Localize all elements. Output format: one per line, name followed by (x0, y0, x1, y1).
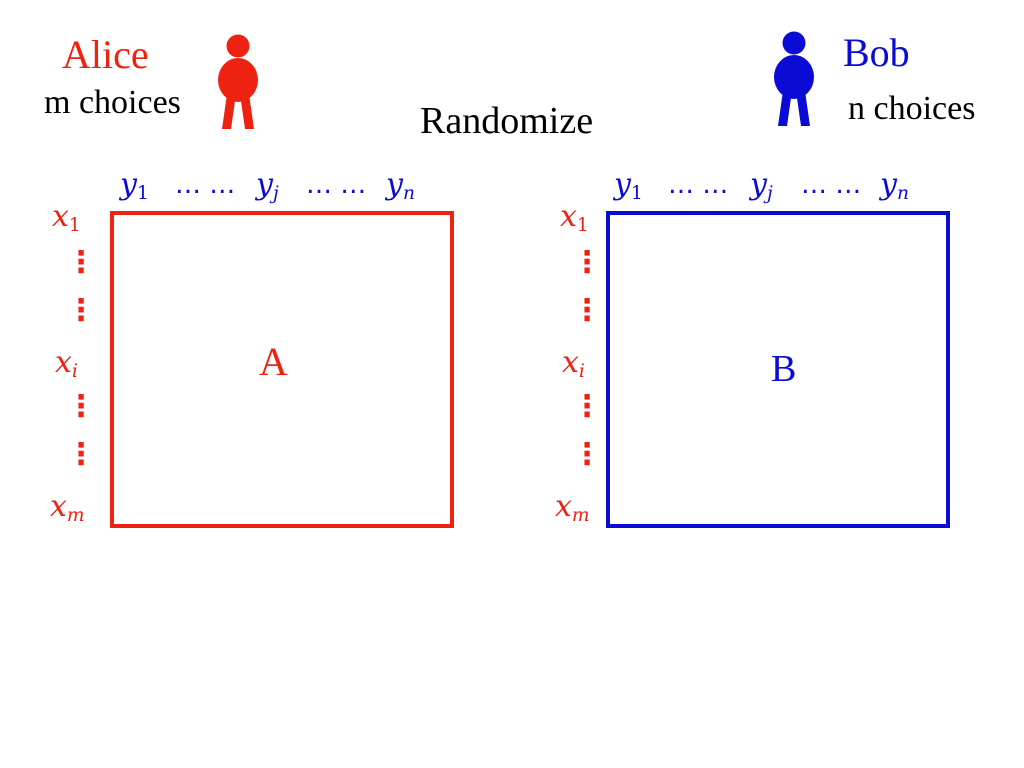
matrix-b-col-last: yn (880, 167, 909, 205)
matrix-a-row-mid: xi (55, 345, 78, 383)
bob-name: Bob (843, 30, 910, 75)
matrix-a-label: A (259, 339, 288, 384)
matrix-a-col-first: y1 (120, 167, 149, 205)
matrix-a-col-dots-1: … … (175, 170, 236, 200)
matrix-a-row-vdots-1: ⋮ (66, 245, 96, 280)
matrix-b-row-vdots-3: ⋮ (572, 389, 602, 424)
matrix-b-col-first: y1 (614, 167, 643, 205)
matrix-b-col-dots-1: … … (668, 170, 729, 200)
matrix-a-row-vdots-2: ⋮ (66, 293, 96, 328)
matrix-b-row-vdots-4: ⋮ (572, 437, 602, 472)
matrix-a-row-vdots-4: ⋮ (66, 437, 96, 472)
title-randomize: Randomize (420, 100, 594, 142)
matrix-b-label: B (771, 348, 797, 390)
alice-person-icon (218, 34, 258, 129)
matrix-a-col-mid: yj (256, 167, 279, 205)
matrix-b-row-last: xm (555, 489, 590, 527)
matrix-a-row-last: xm (50, 489, 85, 527)
matrix-b-col-mid: yj (750, 167, 773, 205)
matrix-a-row-vdots-3: ⋮ (66, 389, 96, 424)
matrix-b-row-vdots-2: ⋮ (572, 293, 602, 328)
alice-name: Alice (62, 32, 149, 77)
matrix-a-col-dots-2: … … (306, 170, 367, 200)
matrix-a-box (110, 211, 454, 528)
matrix-b-row-mid: xi (562, 345, 585, 383)
bob-person-icon (774, 31, 814, 126)
matrix-b-row-vdots-1: ⋮ (572, 245, 602, 280)
matrix-b-col-dots-2: … … (801, 170, 862, 200)
matrix-a-row-first: x1 (52, 199, 81, 237)
matrix-b-row-first: x1 (560, 199, 589, 237)
matrix-a-col-last: yn (386, 167, 415, 205)
bob-choices: n choices (848, 90, 976, 127)
matrix-b-box (606, 211, 950, 528)
alice-choices: m choices (44, 84, 181, 121)
